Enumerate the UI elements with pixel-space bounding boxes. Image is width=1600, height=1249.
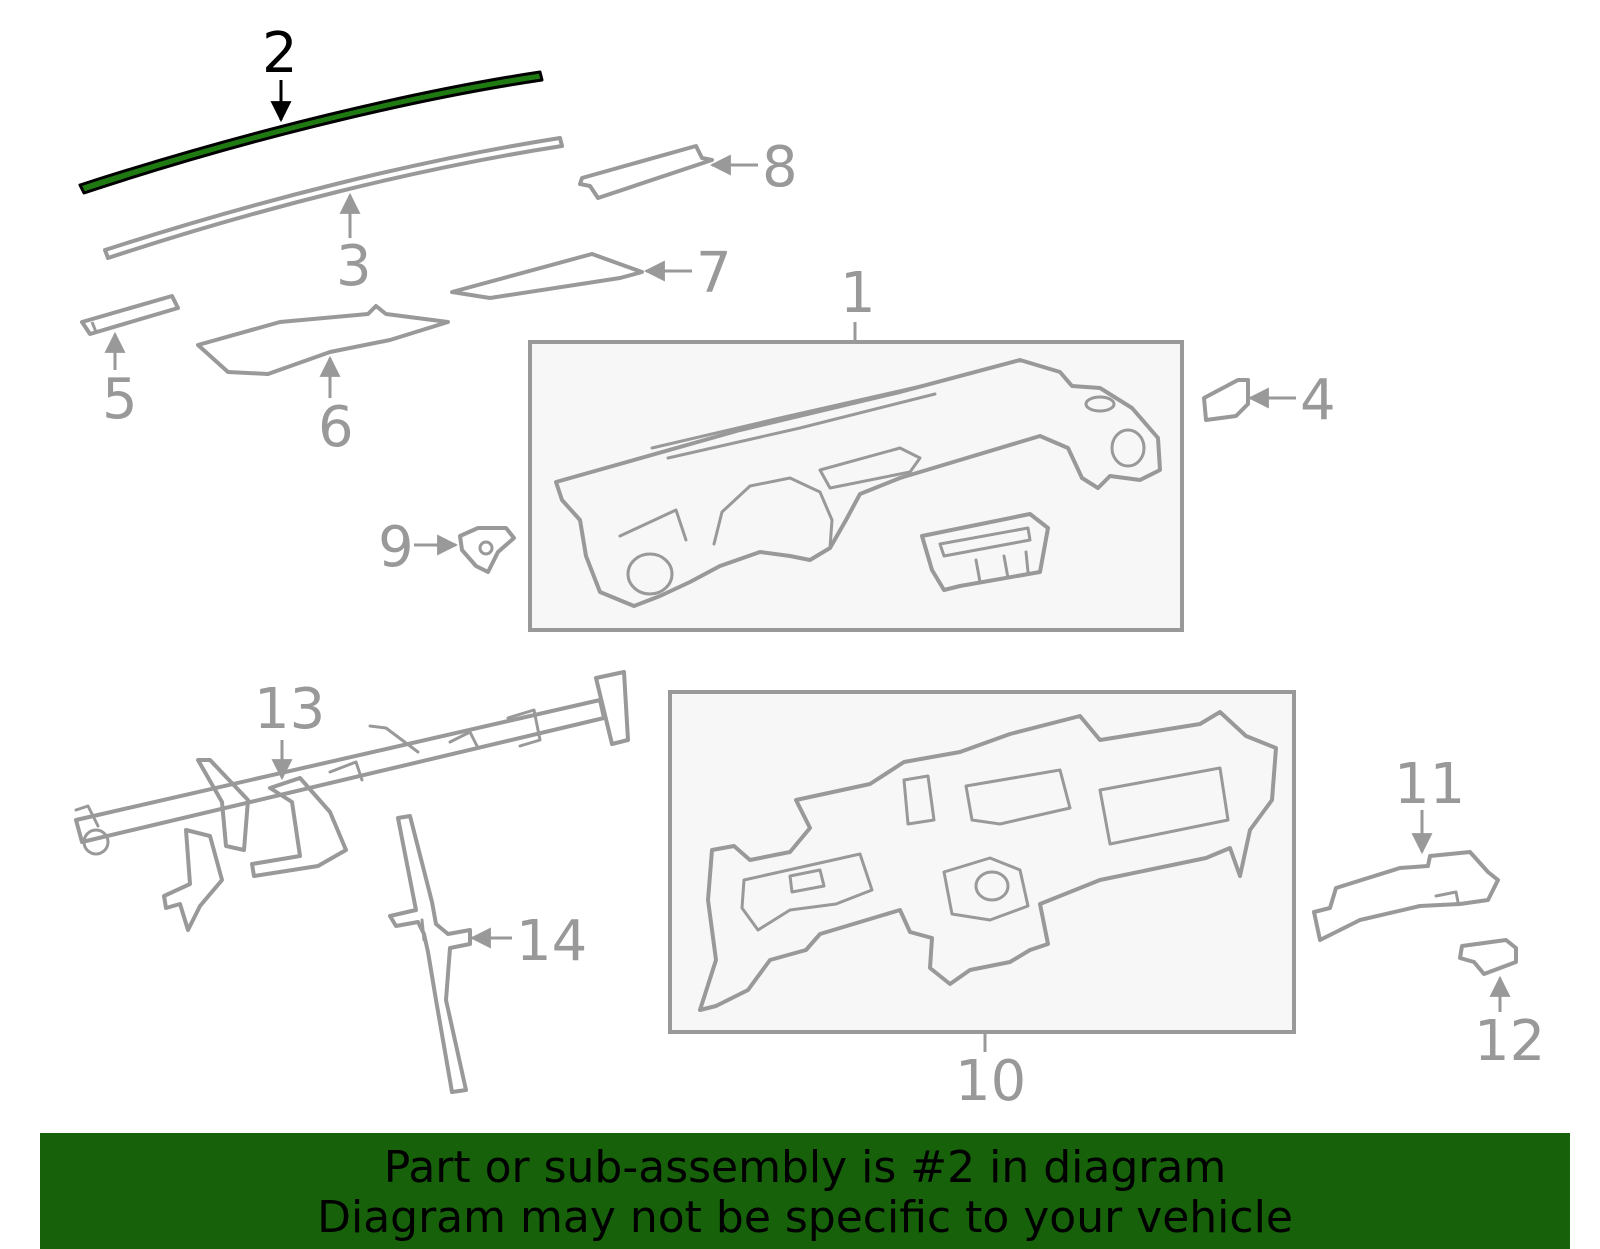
part-1-instrument-panel[interactable] xyxy=(554,358,1162,608)
callout-14: 14 xyxy=(516,909,587,974)
part-2-highlighted-strip[interactable] xyxy=(78,70,544,195)
callout-8: 8 xyxy=(762,135,798,200)
part-9-hole xyxy=(478,540,494,556)
box-part-1 xyxy=(528,340,1184,632)
parts-diagram: 2 3 8 7 5 6 1 4 9 xyxy=(74,21,1545,1114)
callout-12: 12 xyxy=(1474,1009,1545,1074)
banner-line-1: Part or sub-assembly is #2 in diagram xyxy=(383,1142,1227,1193)
callout-4: 4 xyxy=(1300,368,1336,433)
part-8-cover[interactable] xyxy=(578,144,714,200)
part-14-brace[interactable] xyxy=(388,814,472,1094)
part-6-panel[interactable] xyxy=(196,304,450,376)
part-12-clip[interactable] xyxy=(1458,938,1518,976)
callout-10: 10 xyxy=(955,1049,1026,1114)
callout-3: 3 xyxy=(336,234,372,299)
info-banner: Part or sub-assembly is #2 in diagram Di… xyxy=(40,1133,1570,1249)
part-7-panel[interactable] xyxy=(450,252,644,300)
part-3-molding[interactable] xyxy=(103,136,564,260)
part-10-panel-substrate[interactable] xyxy=(698,710,1278,1012)
callout-2: 2 xyxy=(262,21,298,86)
part-13-reinforcement[interactable] xyxy=(74,670,630,932)
callout-7: 7 xyxy=(696,241,732,306)
part-11-panel[interactable] xyxy=(1312,850,1500,942)
part-5-detail xyxy=(90,321,98,333)
part-5-trim[interactable] xyxy=(80,294,180,336)
callout-5: 5 xyxy=(102,367,138,432)
callout-9: 9 xyxy=(378,515,414,580)
banner-line-2: Diagram may not be specific to your vehi… xyxy=(317,1192,1293,1243)
part-9-cap[interactable] xyxy=(458,526,516,574)
part-4-bracket[interactable] xyxy=(1202,378,1250,422)
callout-13: 13 xyxy=(254,677,325,742)
callout-11: 11 xyxy=(1394,752,1465,817)
callout-1: 1 xyxy=(840,261,876,326)
callout-6: 6 xyxy=(318,395,354,460)
part-1-air-vent[interactable] xyxy=(920,512,1050,592)
